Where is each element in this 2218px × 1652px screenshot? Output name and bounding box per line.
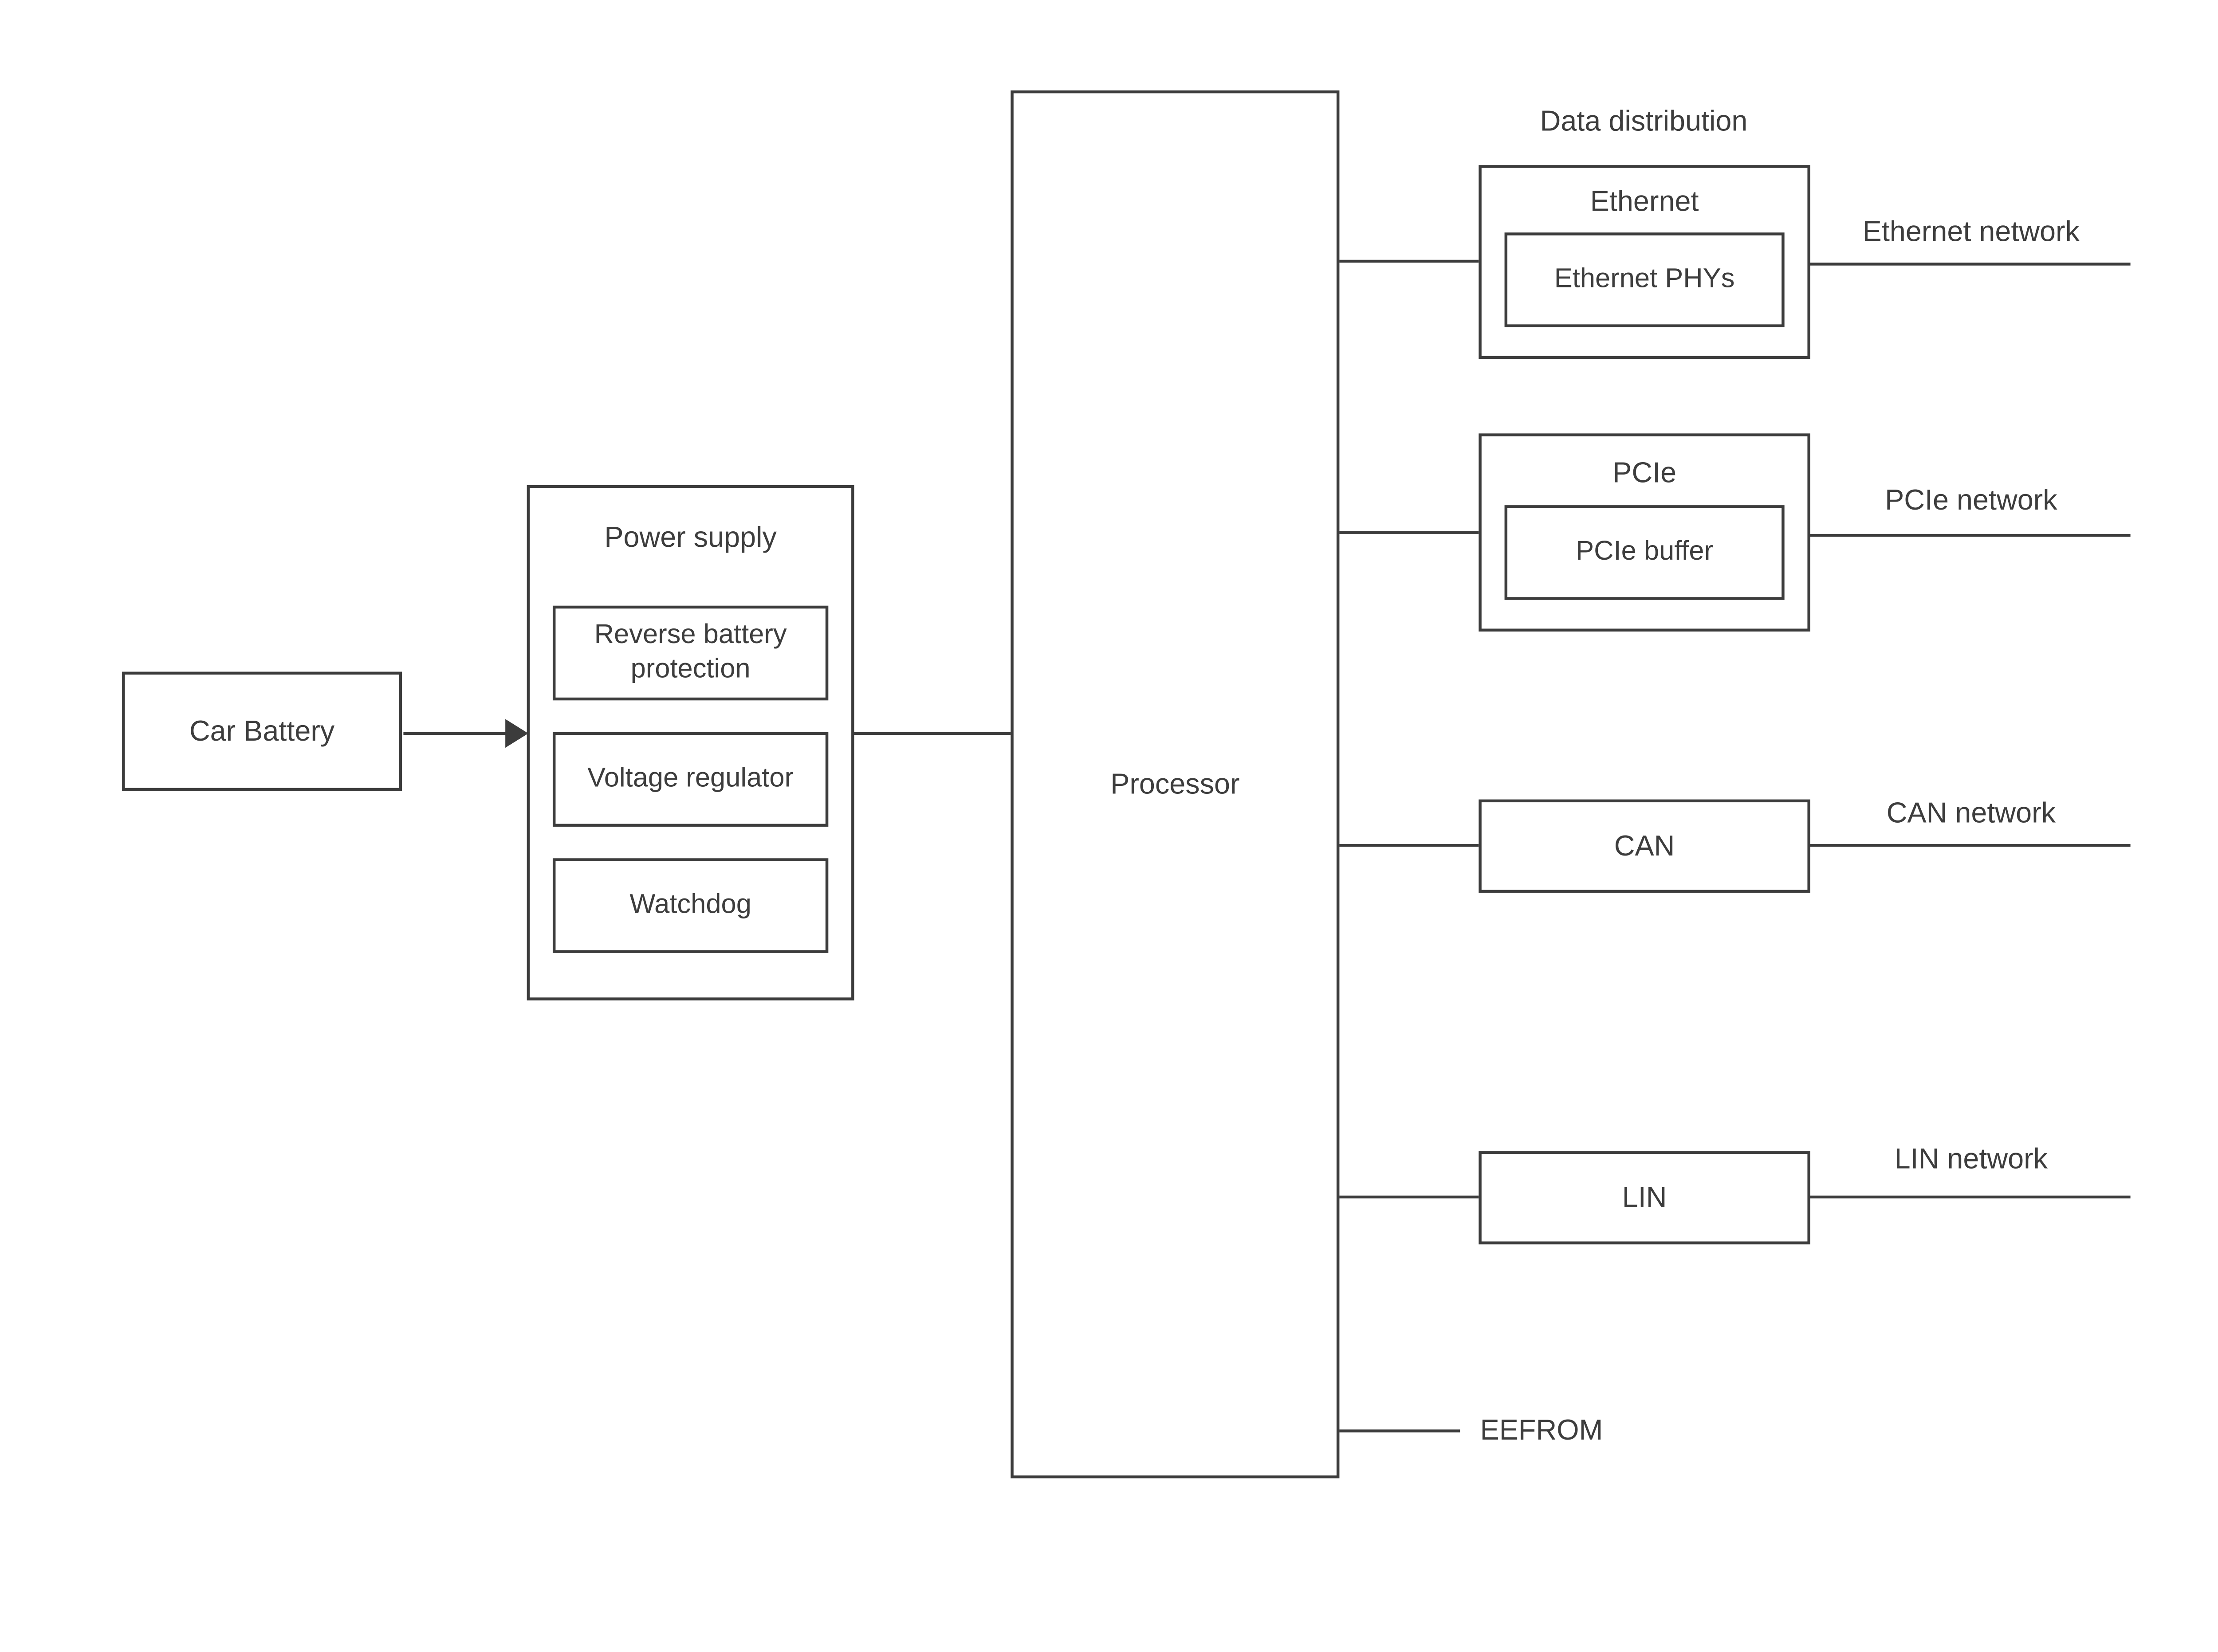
powersupply-to-processor-line (854, 732, 1012, 735)
power-supply-box: Power supply Reverse battery protection … (527, 485, 854, 1001)
can-network-line (1810, 844, 2131, 847)
car-battery-label: Car Battery (189, 715, 335, 747)
pcie-buffer-label: PCIe buffer (1576, 537, 1714, 567)
can-label: CAN (1614, 830, 1675, 862)
voltage-regulator-box: Voltage regulator (552, 732, 829, 827)
processor-to-ethernet-line (1339, 259, 1479, 263)
ethernet-network-label: Ethernet network (1862, 216, 2080, 248)
ethernet-network-line (1810, 263, 2131, 266)
pcie-box: PCIe PCIe buffer (1479, 433, 1810, 632)
lin-network-label: LIN network (1894, 1144, 2048, 1176)
eefrom-label: EEFROM (1480, 1415, 1603, 1447)
ethernet-title: Ethernet (1590, 186, 1699, 218)
voltage-regulator-label: Voltage regulator (587, 763, 794, 794)
watchdog-label: Watchdog (629, 890, 751, 920)
can-box: CAN (1479, 799, 1810, 893)
ethernet-phys-box: Ethernet PHYs (1504, 232, 1785, 327)
power-supply-title: Power supply (604, 522, 777, 554)
processor-label: Processor (1110, 769, 1240, 800)
lin-box: LIN (1479, 1151, 1810, 1244)
processor-to-pcie-line (1339, 531, 1479, 534)
processor-to-eefrom-line (1339, 1429, 1460, 1432)
processor-to-can-line (1339, 844, 1479, 847)
data-distribution-label: Data distribution (1540, 106, 1748, 138)
pcie-network-label: PCIe network (1885, 485, 2057, 517)
ethernet-box: Ethernet Ethernet PHYs (1479, 165, 1810, 359)
can-network-label: CAN network (1886, 798, 2056, 830)
lin-network-line (1810, 1195, 2131, 1199)
ethernet-phys-label: Ethernet PHYs (1554, 264, 1735, 294)
arrow-right-icon (505, 719, 528, 748)
battery-to-powersupply-line (403, 732, 507, 735)
watchdog-box: Watchdog (552, 858, 829, 953)
processor-to-lin-line (1339, 1195, 1479, 1199)
pcie-network-line (1810, 534, 2131, 537)
reverse-battery-protection-box: Reverse battery protection (552, 605, 829, 701)
car-battery-box: Car Battery (122, 671, 402, 791)
processor-box: Processor (1011, 90, 1340, 1479)
lin-label: LIN (1622, 1182, 1667, 1214)
pcie-title: PCIe (1612, 458, 1677, 490)
pcie-buffer-box: PCIe buffer (1504, 505, 1785, 600)
reverse-battery-protection-label: Reverse battery protection (594, 620, 787, 685)
